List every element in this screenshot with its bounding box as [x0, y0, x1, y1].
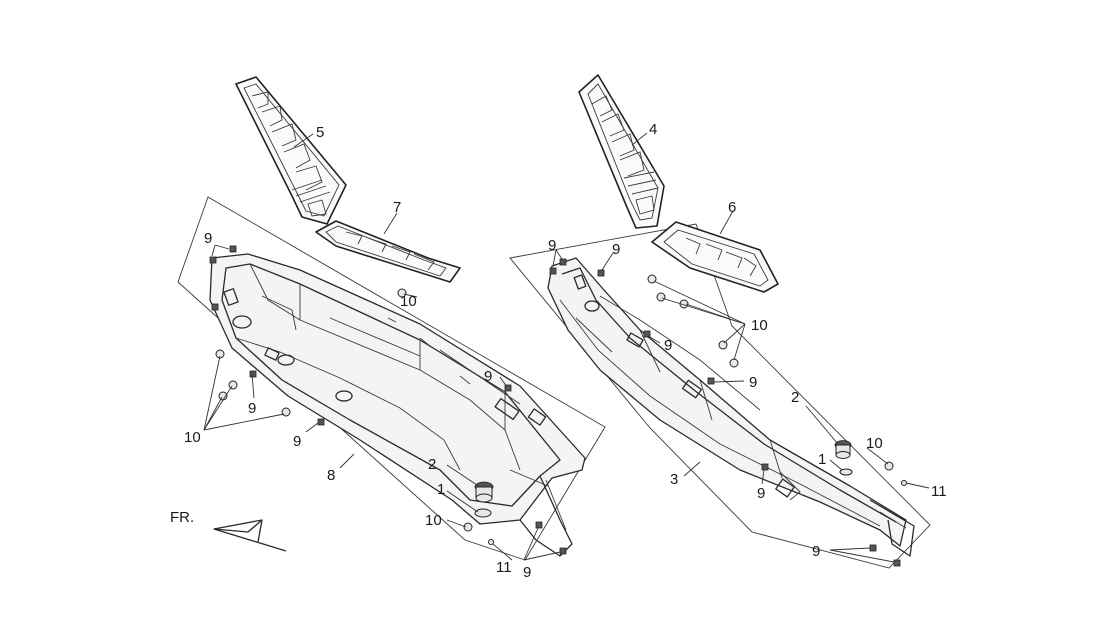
callout-1: 1 [818, 451, 826, 468]
callout-9: 9 [757, 485, 765, 502]
callout-9: 9 [812, 543, 820, 560]
callout-10: 10 [866, 435, 883, 452]
callout-10: 10 [751, 317, 768, 334]
callout-2: 2 [791, 389, 799, 406]
callout-9: 9 [248, 400, 256, 417]
left-rubber-damper [474, 481, 494, 518]
right-assembly [509, 74, 931, 569]
callout-8: 8 [327, 467, 335, 484]
callout-9: 9 [293, 433, 301, 450]
callout-9: 9 [664, 337, 672, 354]
callout-1: 1 [437, 481, 445, 498]
callout-labels: 5 7 9 10 9 9 10 9 8 2 1 10 11 9 4 6 9 9 … [170, 121, 947, 581]
right-rubber-damper [834, 440, 853, 476]
callout-11: 11 [931, 483, 947, 500]
callout-10: 10 [184, 429, 201, 446]
part-3-footboard [547, 257, 915, 557]
callout-9: 9 [548, 237, 556, 254]
part-6-floor-mat [651, 221, 779, 293]
callout-2: 2 [428, 456, 436, 473]
callout-9: 9 [523, 564, 531, 581]
callout-9: 9 [612, 241, 620, 258]
part-5-floor-mat [235, 76, 347, 225]
callout-9: 9 [484, 368, 492, 385]
callout-9: 9 [204, 230, 212, 247]
part-8-footboard [209, 253, 586, 557]
callout-3: 3 [670, 471, 678, 488]
front-indicator-label: FR. [170, 509, 194, 526]
left-assembly [177, 76, 606, 561]
callout-10: 10 [400, 293, 417, 310]
left-leader-lines [203, 133, 561, 561]
callout-7: 7 [393, 199, 401, 216]
callout-5: 5 [316, 124, 324, 141]
part-4-floor-mat [578, 74, 665, 229]
left-hardware [209, 245, 567, 555]
callout-4: 4 [649, 121, 657, 138]
part-7-floor-mat [315, 220, 461, 283]
callout-10: 10 [425, 512, 442, 529]
left-group-outline [177, 196, 606, 561]
right-leader-lines [552, 132, 930, 563]
front-direction-arrow [213, 519, 287, 552]
callout-11: 11 [496, 559, 512, 576]
callout-9: 9 [749, 374, 757, 391]
callout-6: 6 [728, 199, 736, 216]
